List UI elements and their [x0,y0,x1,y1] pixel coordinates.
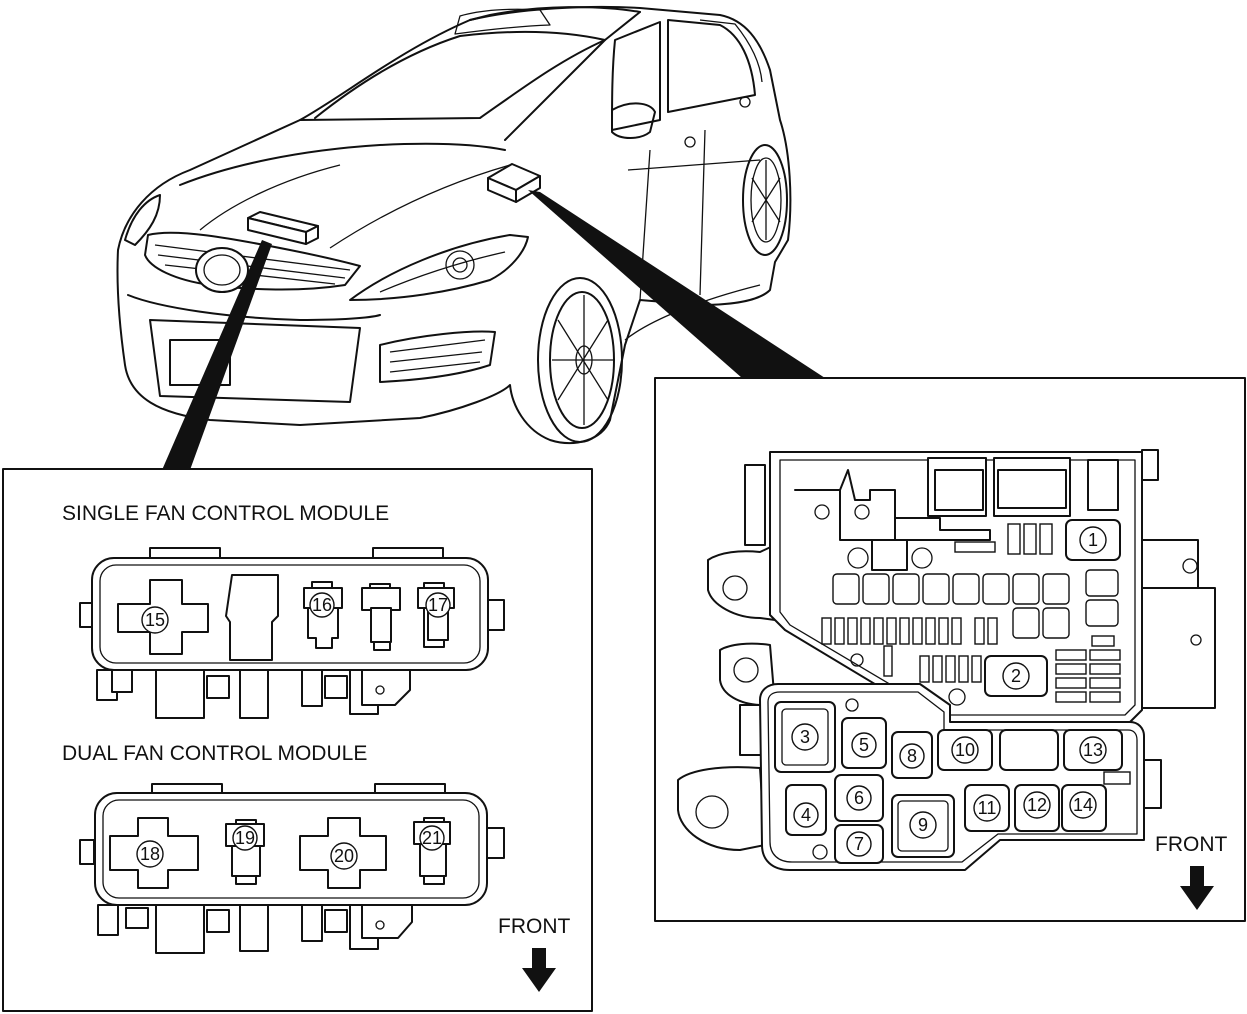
callout-1: 1 [1088,530,1098,550]
callout-13: 13 [1083,740,1103,760]
callout-8: 8 [907,746,917,766]
callout-16: 16 [312,595,332,615]
callout-10: 10 [955,740,975,760]
callout-21: 21 [422,828,442,848]
callout-20: 20 [334,846,354,866]
single-fan-module-title: SINGLE FAN CONTROL MODULE [62,502,389,525]
fuse-box-location-box [487,163,541,203]
callout-12: 12 [1027,795,1047,815]
callout-14: 14 [1073,795,1093,815]
callout-6: 6 [854,788,864,808]
callout-15: 15 [145,610,165,630]
callouts-right: 1 2 3 4 5 6 7 8 9 10 11 12 13 14 [791,526,1107,857]
fuse-block [677,449,1216,871]
callouts-left: 15 16 17 18 19 20 21 [136,592,451,870]
callout-19: 19 [235,828,255,848]
left-pointer-wedge [162,240,272,470]
fan-module-location-box [247,211,319,245]
callout-11: 11 [978,798,997,818]
single-fan-module [79,547,505,719]
callout-9: 9 [918,815,928,835]
callout-3: 3 [800,727,810,747]
front-arrow-left-icon [522,948,556,992]
fan-module-panel [2,468,593,1012]
dual-fan-module [79,783,505,954]
callout-2: 2 [1011,666,1021,686]
front-label-right: FRONT [1155,833,1227,856]
callout-5: 5 [859,735,869,755]
callout-7: 7 [854,834,864,854]
right-pointer-wedge [528,190,825,378]
callout-17: 17 [428,595,448,615]
front-arrow-right-icon [1180,866,1214,910]
callout-4: 4 [801,805,811,825]
callout-18: 18 [140,844,160,864]
front-label-left: FRONT [498,915,570,938]
dual-fan-module-title: DUAL FAN CONTROL MODULE [62,742,367,765]
fuse-box-panel [654,377,1246,922]
